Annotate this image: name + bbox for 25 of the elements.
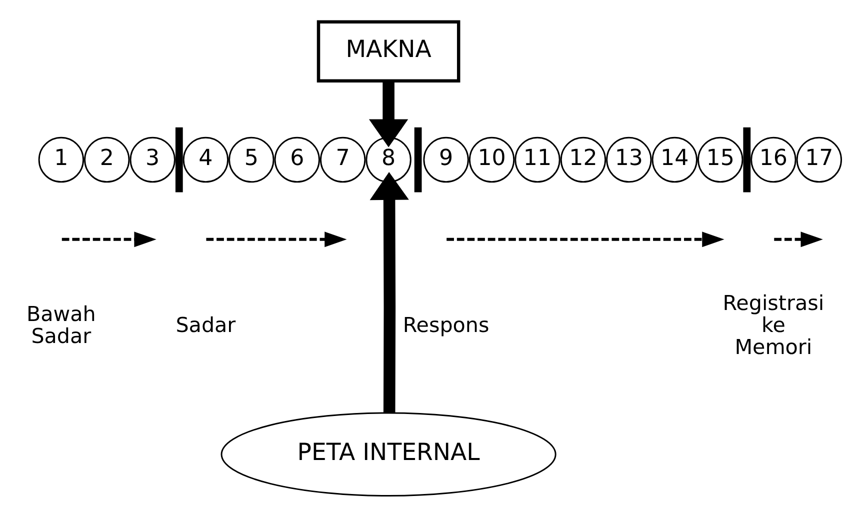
label: Bawah Sadar [26,302,96,348]
node-circle: 5 [228,136,274,183]
node-circle: 3 [130,136,176,183]
node-circle: 6 [274,136,320,183]
node-circle: 9 [423,136,469,183]
node-circle: 7 [320,136,366,183]
label: Respons [402,312,490,337]
label: Sadar [176,312,236,337]
node-circle: 8 [366,136,412,183]
node-circle: 4 [182,136,229,183]
node-circle: 14 [652,136,698,183]
node-box: MAKNA [316,20,460,82]
label: Registrasi ke Memori [722,290,824,359]
node-circle: 2 [84,136,130,183]
node-circle: 13 [606,136,652,183]
node-circle: 1 [38,136,84,183]
node-circle: 11 [514,136,560,183]
node-circle: 12 [560,136,606,183]
node-ellipse: PETA INTERNAL [220,412,556,497]
node-circle: 10 [468,136,515,183]
node-circle: 17 [796,136,842,183]
node-circle: 16 [750,136,796,183]
arrow [368,81,408,148]
arrow [370,172,409,413]
node-circle: 15 [698,136,744,183]
